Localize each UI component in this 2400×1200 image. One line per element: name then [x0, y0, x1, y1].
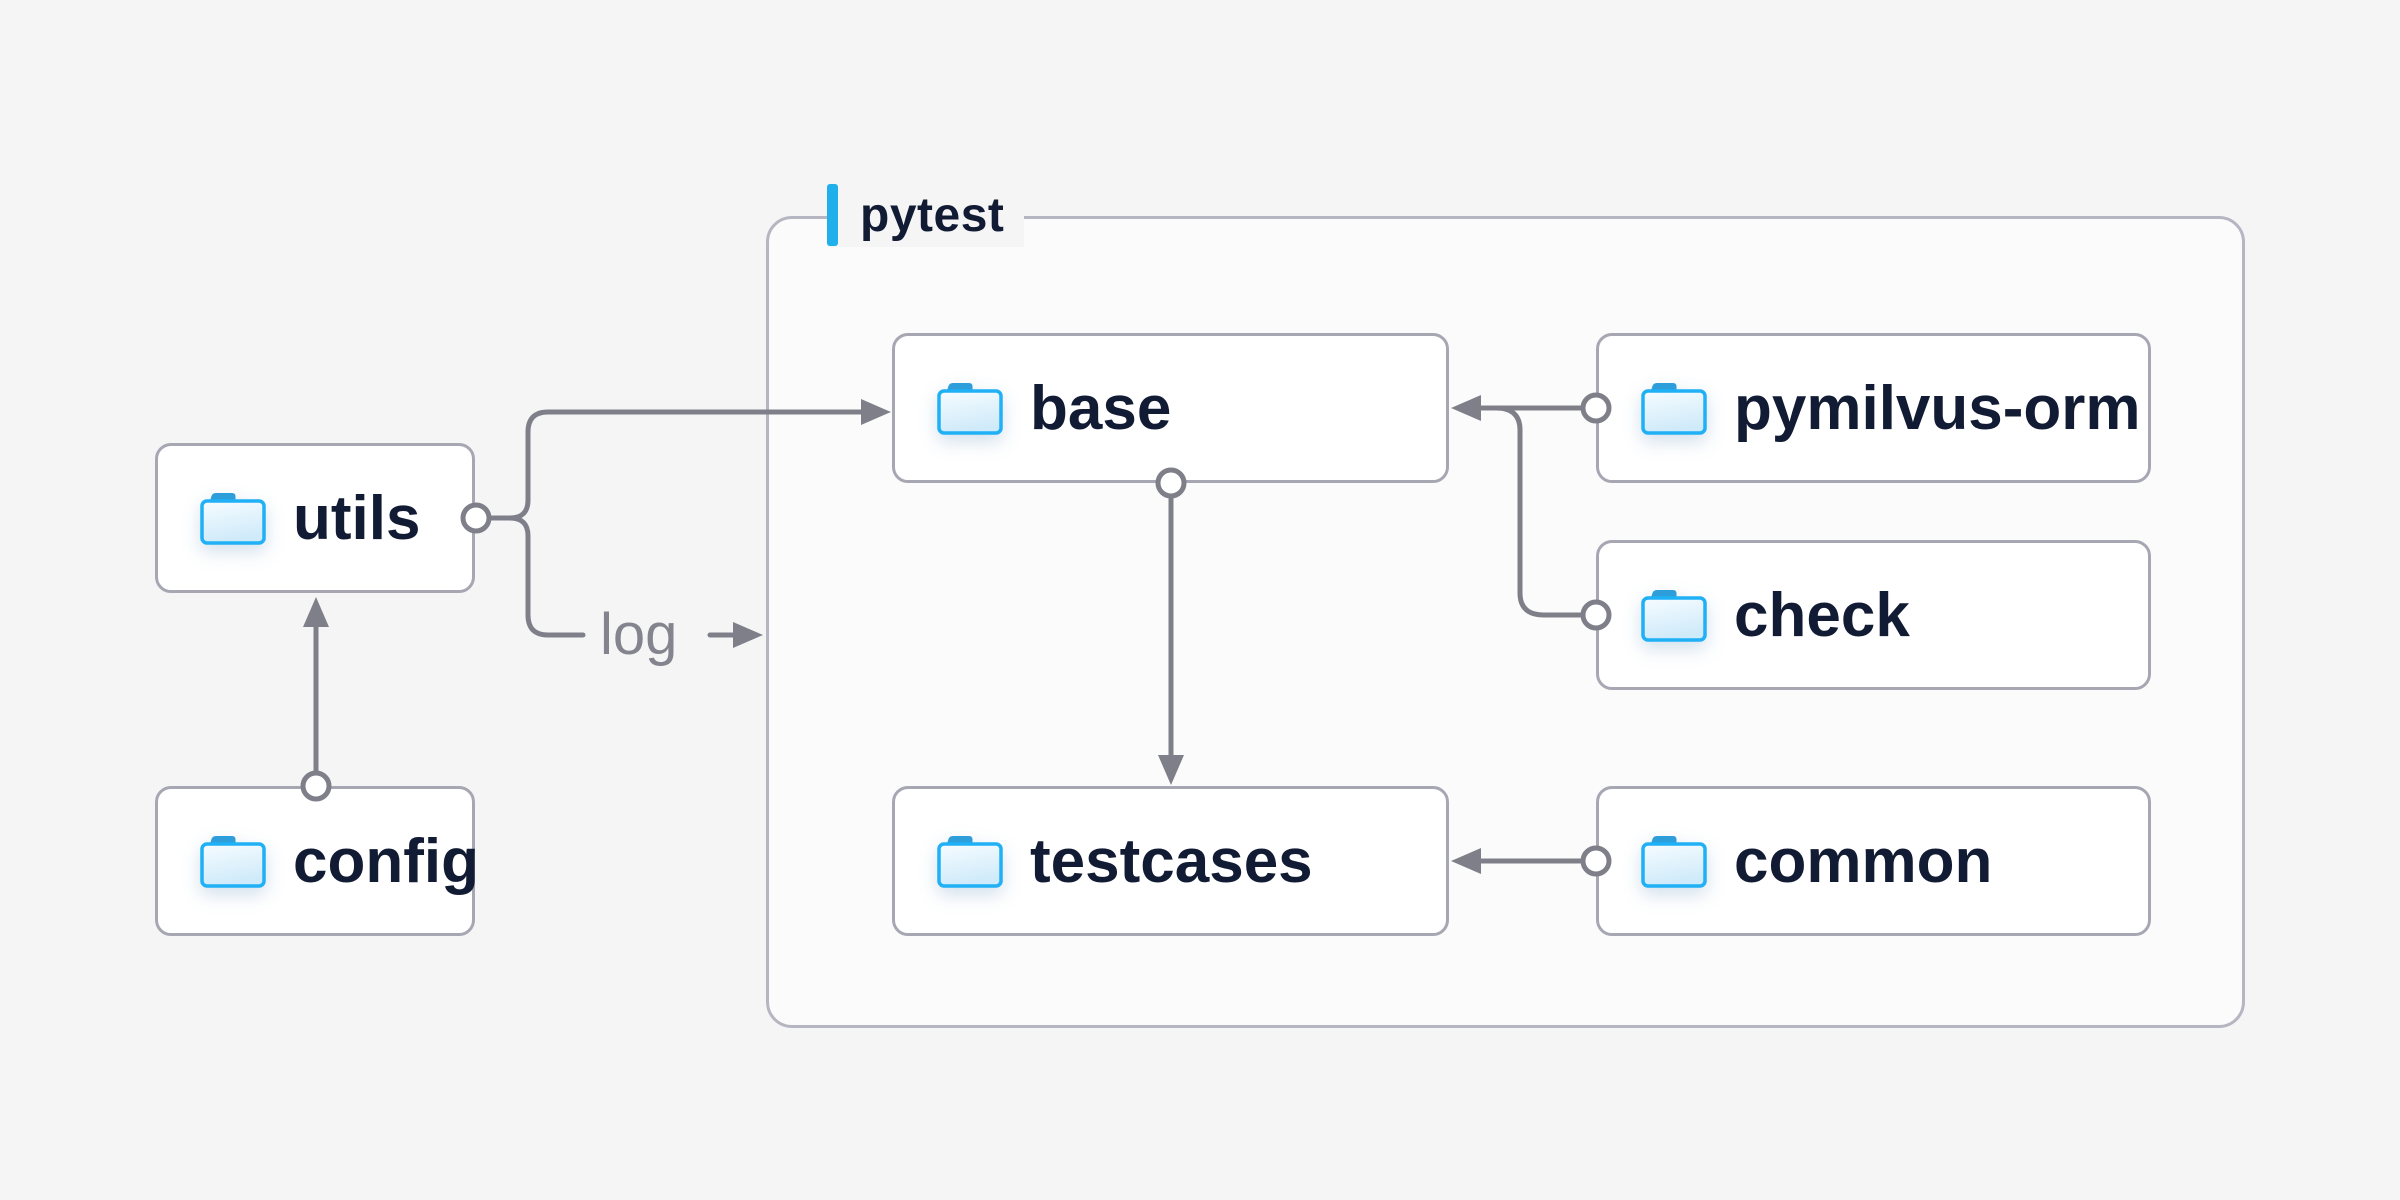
folder-icon [200, 836, 266, 888]
node-label: pymilvus-orm [1734, 373, 2141, 443]
node-config: config [155, 786, 479, 936]
edge-utils-log [489, 515, 586, 638]
accent-bar [827, 184, 838, 246]
node-common: common [1596, 786, 2151, 936]
node-pymilvus-orm: pymilvus-orm [1596, 333, 2151, 483]
folder-icon [937, 836, 1003, 888]
node-base: base [892, 333, 1449, 483]
node-label: check [1734, 580, 1910, 650]
pytest-group-label: pytest [827, 183, 1025, 247]
pytest-group-title: pytest [860, 188, 1005, 242]
node-label: config [293, 826, 479, 896]
node-testcases: testcases [892, 786, 1449, 936]
node-label: base [1030, 373, 1172, 443]
folder-icon [1641, 836, 1707, 888]
node-label: utils [293, 483, 421, 553]
node-utils: utils [155, 443, 475, 593]
node-label: testcases [1030, 826, 1313, 896]
folder-icon [1641, 590, 1707, 642]
folder-icon [1641, 383, 1707, 435]
folder-icon [937, 383, 1003, 435]
node-label: common [1734, 826, 1993, 896]
edge-label-log: log [600, 602, 678, 667]
node-check: check [1596, 540, 2151, 690]
folder-icon [200, 493, 266, 545]
